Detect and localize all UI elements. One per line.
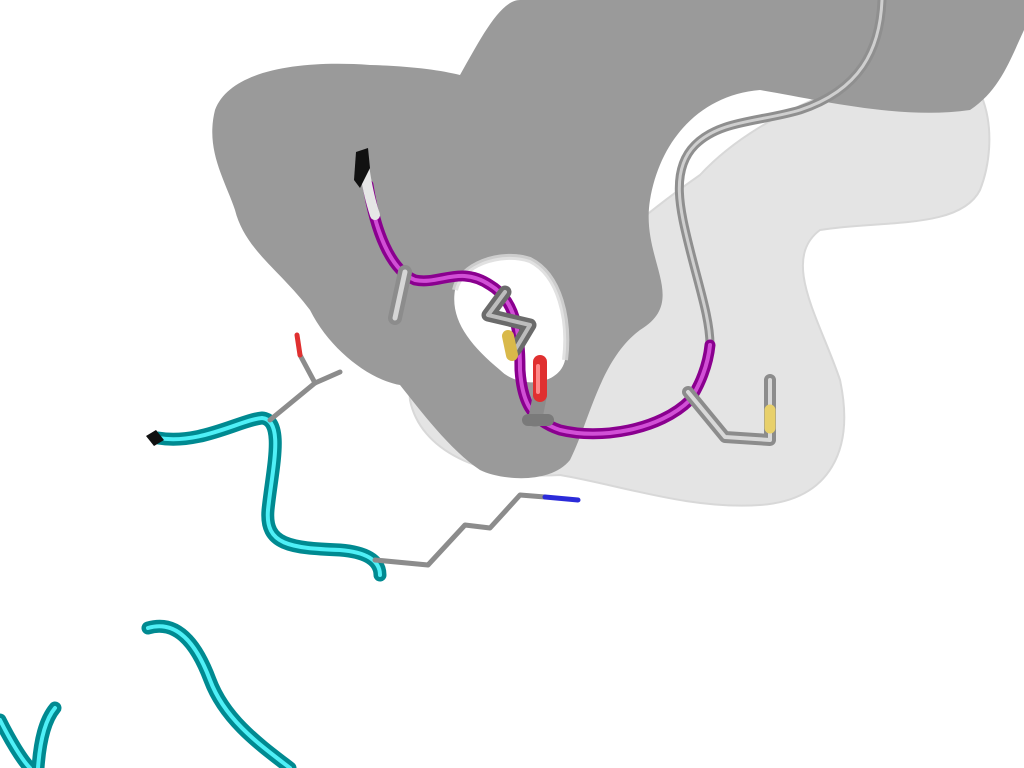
partner-chain-segment-2 <box>0 619 297 768</box>
peptide-terminus-cap <box>354 148 370 188</box>
surface-cavity-rim <box>452 253 570 361</box>
nitrogen-atom <box>542 494 581 503</box>
peptide-chain <box>354 148 716 440</box>
partner-chain-segment-1 <box>146 332 581 582</box>
partner-terminus-cap <box>146 430 164 446</box>
receptor-coil <box>674 0 887 350</box>
oxygen-atom-2 <box>294 332 303 358</box>
peptide-sidechains <box>388 265 776 446</box>
surface-dark-body <box>212 0 1024 479</box>
partner-sidechain-1 <box>267 369 343 423</box>
partner-sidechain-2 <box>372 492 548 568</box>
sulfur-atom-1 <box>502 330 518 361</box>
